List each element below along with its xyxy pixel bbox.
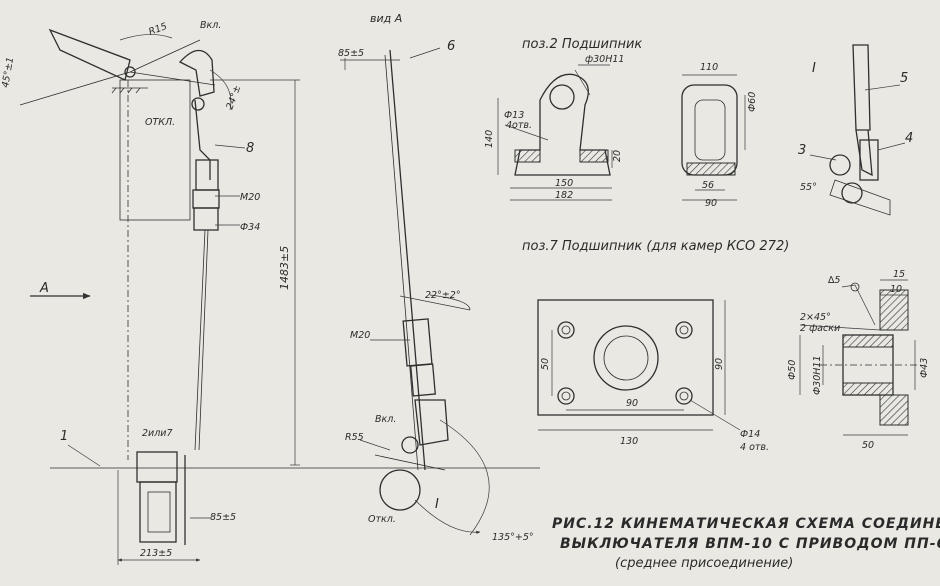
pos7-phi30: Ф30Н11 xyxy=(812,356,823,396)
pos2-bearing-side xyxy=(681,74,746,201)
label-dim-213: 213±5 xyxy=(140,548,172,559)
pos2-d90: 90 xyxy=(705,198,717,209)
pos7-phi14: Ф14 xyxy=(740,429,760,440)
section-label-2: I xyxy=(812,61,816,76)
front-scheme xyxy=(19,28,540,565)
cam-wheel xyxy=(379,469,421,511)
pos7-finish: ∆5 xyxy=(827,275,840,286)
pos-6: 6 xyxy=(447,39,455,54)
pos7-bearing-section xyxy=(799,279,920,436)
pos7-phi50: Ф50 xyxy=(787,360,798,380)
pos-8: 8 xyxy=(246,141,254,156)
pos2-w182: 182 xyxy=(555,190,573,201)
pos2-phi60: Ф60 xyxy=(747,92,758,112)
label-angle-135: 135°+5° xyxy=(492,532,534,543)
pos7-d50: 50 xyxy=(862,440,874,451)
pos7-h50: 50 xyxy=(540,358,551,370)
pos7-w130: 130 xyxy=(620,436,638,447)
view-a-scheme xyxy=(340,47,490,536)
pos7-title: поз.7 Подшипник (для камер КСО 272) xyxy=(522,239,789,254)
label-vkl-mid: Вкл. xyxy=(375,414,396,425)
pos-3: 3 xyxy=(798,143,806,158)
connecting-rod xyxy=(194,229,206,451)
pos7-phi43: Ф43 xyxy=(919,358,930,378)
view-a-title: вид А xyxy=(370,12,402,25)
pos2-holes: 4отв. xyxy=(506,120,532,131)
drive-housing-outline xyxy=(119,79,191,221)
label-angle-55: 55° xyxy=(800,182,817,193)
pos7-d10: 10 xyxy=(890,284,902,295)
view-a-rod xyxy=(389,49,426,471)
pos-5: 5 xyxy=(900,71,908,86)
label-otkl: Откл. xyxy=(368,514,396,525)
section-label: I xyxy=(435,497,439,512)
section-i-detail xyxy=(809,44,906,216)
label-phi34: Ф34 xyxy=(240,222,260,233)
pos2-w150: 150 xyxy=(555,178,573,189)
pos7-h90: 90 xyxy=(714,358,725,370)
pos2-phi13: Ф13 xyxy=(504,110,524,121)
label-r55: R55 xyxy=(345,432,364,443)
closing-lever xyxy=(178,49,215,97)
pos2-w110: 110 xyxy=(700,62,718,73)
pos7-chamfer-note: 2 фаски xyxy=(800,323,840,334)
label-dim-85b: 85±5 xyxy=(210,512,236,523)
pos2-d20: 20 xyxy=(612,150,623,162)
pos7-chamfer: 2×45° xyxy=(800,312,831,323)
caption-line-1: РИС.12 КИНЕМАТИЧЕСКАЯ СХЕМА СОЕДИНЕНИЯ xyxy=(552,516,940,532)
pos2-d56: 56 xyxy=(702,180,714,191)
pos2-title: поз.2 Подшипник xyxy=(522,37,642,52)
label-angle-22: 22°±2° xyxy=(425,290,461,301)
label-r15: R15 xyxy=(147,21,168,38)
pos2-h140: 140 xyxy=(484,130,495,148)
label-m20-a: М20 xyxy=(240,192,260,203)
label-vkl-top: Вкл. xyxy=(200,20,221,31)
label-m20-b: М20 xyxy=(350,330,370,341)
label-otkl-left: ОТКЛ. xyxy=(145,117,175,128)
pos2-phi30: ф30Н11 xyxy=(585,54,624,65)
pos7-w90: 90 xyxy=(626,398,638,409)
pos7-d15: 15 xyxy=(893,269,905,280)
label-angle-24: 24°± xyxy=(224,84,243,111)
pivot-circle xyxy=(124,66,136,78)
label-2-or-7: 2или7 xyxy=(142,428,173,439)
caption-line-2: ВЫКЛЮЧАТЕЛЯ ВПМ-10 С ПРИВОДОМ ПП-67. xyxy=(560,536,940,552)
pos7-bearing-plate xyxy=(537,299,741,431)
pos7-holes: 4 отв. xyxy=(740,442,769,453)
caption-line-3: (среднее присоединение) xyxy=(615,556,793,571)
label-dim-1483: 1483±5 xyxy=(278,246,291,290)
label-angle-45: 45°±1 xyxy=(0,56,16,88)
pos2-bearing-front xyxy=(497,64,613,201)
label-dim-85: 85±5 xyxy=(338,48,364,59)
pos-1: 1 xyxy=(60,429,68,444)
view-arrow-label: А xyxy=(39,281,49,296)
bearing-box xyxy=(136,451,178,483)
pos-4: 4 xyxy=(905,131,913,146)
switch-lever xyxy=(48,28,131,81)
